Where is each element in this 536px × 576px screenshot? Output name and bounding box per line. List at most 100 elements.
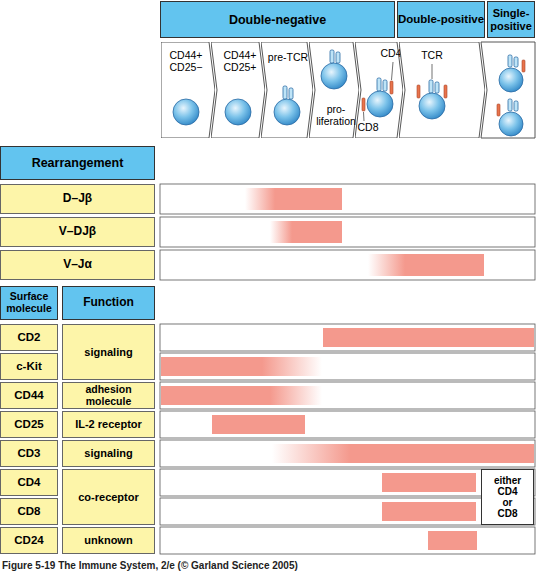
timeline-row [160, 440, 535, 467]
expression-bar [270, 221, 342, 243]
stage-box: CD44+ CD25+ [211, 42, 265, 138]
function-text: co-receptor [78, 491, 139, 503]
stage-label: CD44+ CD25+ [219, 50, 261, 74]
stage-label: CD8 [356, 122, 380, 134]
timeline-row [160, 217, 535, 247]
function-label: adhesion molecule [62, 382, 155, 409]
table-header: Surface molecule [0, 286, 58, 320]
row-label-text: CD8 [17, 505, 40, 518]
stage-box [481, 42, 535, 138]
function-text: signaling [84, 447, 132, 459]
header-text: Double-negative [229, 13, 326, 27]
stage-outline-shape [399, 42, 485, 138]
table-header: Function [62, 286, 155, 320]
function-label: co-receptor [62, 469, 155, 525]
stage-label: TCR [417, 50, 447, 62]
timeline-row [160, 469, 535, 496]
expression-bar [161, 386, 322, 405]
timeline-row [160, 382, 535, 409]
row-label: CD8 [0, 498, 58, 525]
stage-label: CD4 [379, 48, 403, 60]
function-text: unknown [84, 534, 132, 546]
function-text: adhesion molecule [63, 384, 154, 408]
note-box: either CD4 or CD8 [481, 469, 534, 525]
function-label: unknown [62, 527, 155, 554]
stage-label: pre-TCR [266, 52, 310, 64]
row-label-text: CD25 [14, 418, 43, 431]
function-text: IL-2 receptor [75, 418, 142, 430]
timeline-row [160, 498, 535, 525]
row-label-text: CD4 [17, 476, 40, 489]
row-label: CD2 [0, 324, 58, 351]
t-cell [499, 68, 523, 92]
stage-outline-shape [261, 42, 313, 138]
stage-outline-shape [211, 42, 265, 138]
row-label-text: CD44 [14, 389, 43, 402]
row-label-text: CD24 [14, 534, 43, 547]
function-text: signaling [84, 346, 132, 358]
header-text: Rearrangement [32, 156, 124, 170]
expression-bar [382, 502, 476, 521]
receptor-chain [514, 101, 518, 111]
timeline-row [160, 411, 535, 438]
expression-bar [245, 188, 342, 210]
table-header: Rearrangement [0, 146, 155, 180]
expression-bar [161, 357, 322, 376]
row-label-text: V–DJβ [59, 225, 96, 238]
coreceptor [522, 60, 525, 72]
stage-outline-shape [309, 42, 359, 138]
receptor-chain [514, 57, 518, 67]
timeline-row [160, 324, 535, 351]
figure-caption: Figure 5-19 The Immune System, 2/e (© Ga… [2, 560, 298, 571]
stage-header: Single- positive [487, 1, 535, 38]
stage-box: CD4CD8 [355, 42, 403, 138]
expression-bar [323, 328, 534, 347]
timeline-row [160, 250, 535, 280]
receptor-chain [508, 99, 512, 111]
row-label: CD3 [0, 440, 58, 467]
row-label-text: V–Jα [63, 258, 92, 271]
t-cell [499, 112, 523, 136]
stage-box: pre-TCR [261, 42, 313, 138]
row-label: V–Jα [0, 250, 155, 280]
timeline-row [160, 184, 535, 214]
row-label: CD24 [0, 527, 58, 554]
header-text: Function [83, 296, 134, 309]
row-label-text: D–Jβ [63, 192, 92, 205]
header-text: Double-positive [398, 13, 484, 26]
stage-outline-shape [161, 42, 215, 138]
stage-label: CD44+ CD25− [163, 50, 209, 74]
stage-box: pro- liferation [309, 42, 359, 138]
stage-header: Double-negative [160, 1, 395, 38]
function-label: signaling [62, 324, 155, 380]
stage-outline-shape [355, 42, 403, 138]
stage-label: pro- liferation [315, 104, 357, 128]
stage-box: CD44+ CD25− [161, 42, 215, 138]
row-label-text: CD2 [17, 331, 40, 344]
row-label: V–DJβ [0, 217, 155, 247]
stage-box: TCR [399, 42, 485, 138]
note-text: either CD4 or CD8 [492, 475, 524, 520]
expression-bar [368, 254, 484, 276]
row-label: D–Jβ [0, 184, 155, 214]
stage-header: Double-positive [397, 1, 485, 38]
row-label-text: CD3 [17, 447, 40, 460]
header-text: Surface molecule [1, 291, 57, 315]
row-label-text: c-Kit [16, 360, 42, 373]
header-text: Single- positive [488, 7, 534, 32]
expression-bar [382, 473, 476, 492]
row-label: CD44 [0, 382, 58, 409]
row-label: CD25 [0, 411, 58, 438]
row-label: CD4 [0, 469, 58, 496]
receptor-chain [508, 55, 512, 67]
timeline-row [160, 527, 535, 554]
timeline-row [160, 353, 535, 380]
expression-bar [428, 531, 477, 550]
row-label: c-Kit [0, 353, 58, 380]
coreceptor [497, 104, 500, 116]
function-label: IL-2 receptor [62, 411, 155, 438]
expression-bar [212, 415, 305, 434]
function-label: signaling [62, 440, 155, 467]
expression-bar [272, 444, 534, 463]
